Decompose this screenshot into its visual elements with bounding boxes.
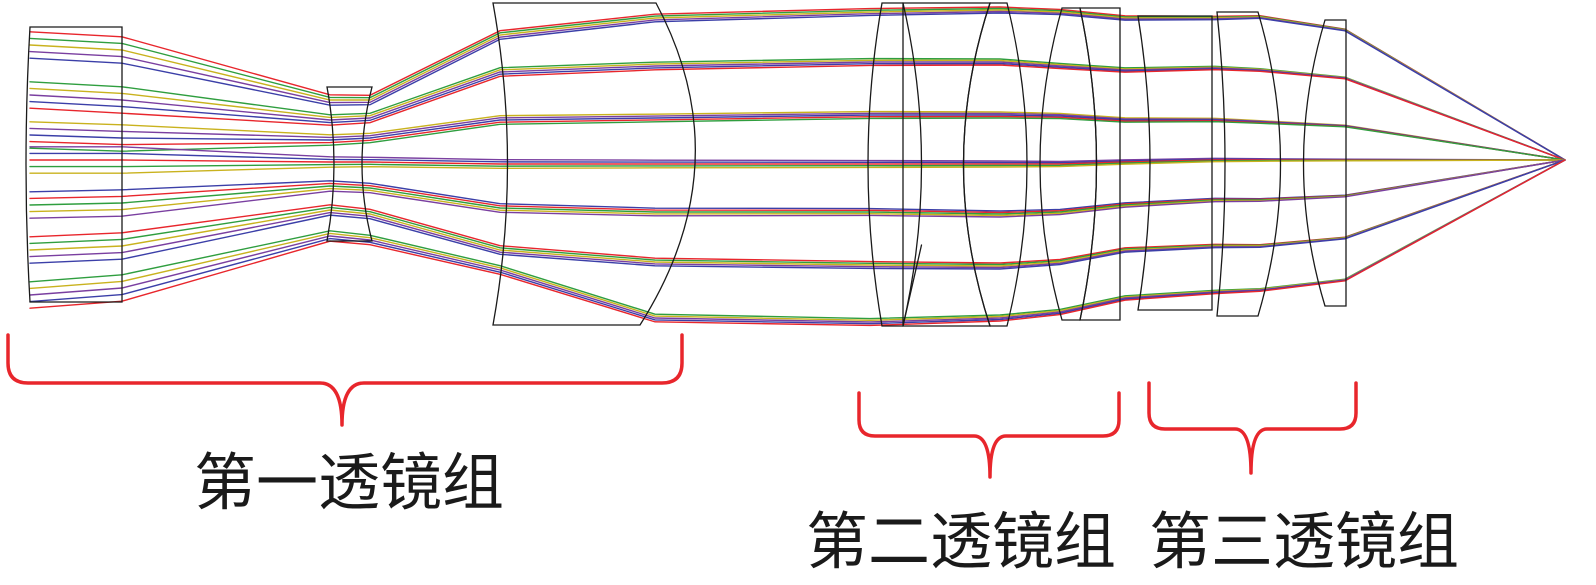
ray-0-2	[29, 9, 1566, 161]
ray-4-4	[29, 159, 1566, 219]
group-brackets	[6, 333, 1358, 479]
ray-0-3	[29, 10, 1566, 161]
label-first-lens-group: 第一透镜组	[194, 446, 505, 519]
ray-6-4	[29, 159, 1566, 327]
lens-1	[25, 26, 123, 303]
bracket-group-2	[857, 391, 1121, 479]
ray-1-4	[29, 64, 1566, 161]
bracket-group-1	[6, 333, 684, 427]
ray-bundle-group	[29, 6, 1566, 327]
ray-6-3	[29, 159, 1566, 325]
label-third-lens-group: 第三透镜组	[1149, 505, 1460, 578]
lens-10	[1216, 11, 1282, 317]
ray-3-4	[29, 159, 1566, 174]
label-second-lens-group: 第二透镜组	[806, 505, 1117, 578]
lens-3	[492, 2, 696, 326]
ray-0-1	[29, 7, 1566, 161]
lens-elements	[25, 2, 1347, 327]
lens-8	[1079, 7, 1121, 321]
lens-11	[1302, 19, 1347, 307]
bracket-group-3	[1147, 381, 1358, 475]
lens-9	[1137, 15, 1213, 311]
ray-0-4	[29, 12, 1566, 161]
ray-5-4	[29, 159, 1566, 270]
lens-2	[326, 86, 373, 242]
ray-2-4	[29, 117, 1566, 161]
lens-6	[962, 2, 1028, 327]
ray-1-2	[29, 61, 1566, 161]
